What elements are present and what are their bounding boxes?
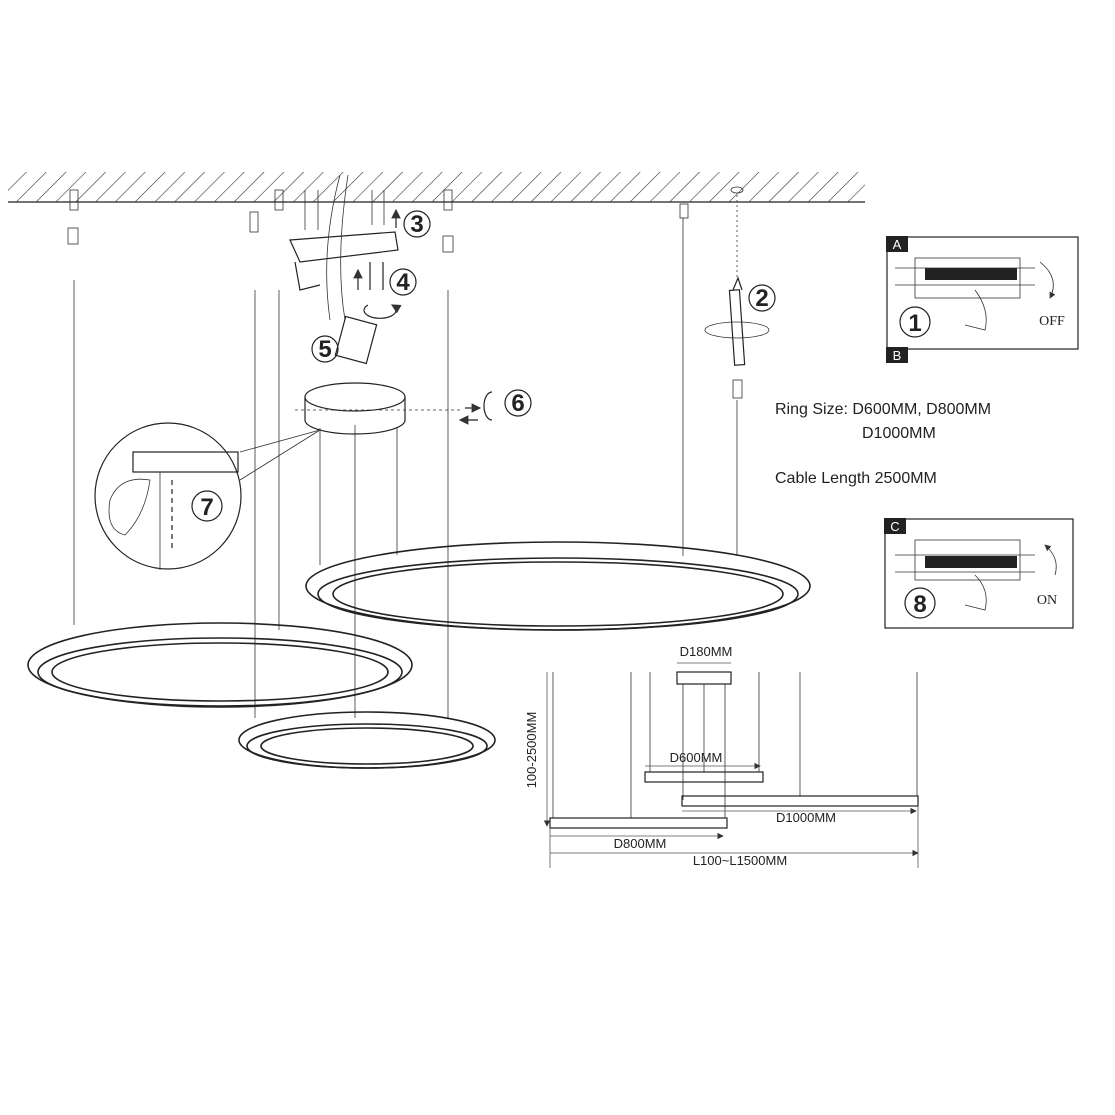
dim-d800: D800MM [614, 836, 667, 851]
label-c: C [890, 519, 899, 534]
pencil-marker [704, 276, 770, 366]
step-numbers: 1 2 3 4 5 6 7 8 [191, 210, 936, 619]
detail-callout [94, 422, 321, 570]
breaker-panel-off: A B OFF [886, 236, 1079, 363]
cable-length: Cable Length 2500MM [775, 470, 937, 487]
step-7: 7 [200, 494, 213, 521]
suspension-cables [73, 195, 738, 718]
mounting-bracket [289, 174, 399, 321]
step-arrows [353, 208, 493, 425]
dim-length: L100~L1500MM [693, 853, 787, 868]
ring-size-line-1: Ring Size: D600MM, D800MM [775, 401, 991, 418]
ring-d800 [27, 622, 413, 708]
ring-d1000 [305, 541, 811, 631]
ring-size-line-2: D1000MM [862, 425, 936, 442]
dim-d1000: D1000MM [776, 810, 836, 825]
step-1: 1 [908, 310, 921, 337]
specifications: Ring Size: D600MM, D800MM D1000MM Cable … [775, 401, 991, 487]
step-8: 8 [913, 591, 926, 618]
step-4: 4 [396, 269, 410, 296]
on-label: ON [1037, 593, 1057, 608]
connector-block [334, 315, 378, 365]
dim-canopy: D180MM [680, 644, 733, 659]
side-elevation: D180MM D600MM D1000MM D800MM L100~L1500M… [524, 644, 919, 868]
step-6: 6 [511, 390, 524, 417]
step-3: 3 [410, 211, 423, 238]
step-5: 5 [318, 336, 331, 363]
ceiling-anchors [67, 186, 744, 399]
off-label: OFF [1039, 314, 1065, 329]
ceiling [8, 172, 865, 203]
ring-d600 [238, 711, 496, 769]
dim-d600: D600MM [670, 750, 723, 765]
canopy [295, 382, 460, 435]
breaker-panel-on: C ON [884, 518, 1074, 629]
label-b: B [893, 348, 902, 363]
label-a: A [893, 237, 902, 252]
dim-height: 100-2500MM [524, 712, 539, 789]
step-2: 2 [755, 285, 768, 312]
